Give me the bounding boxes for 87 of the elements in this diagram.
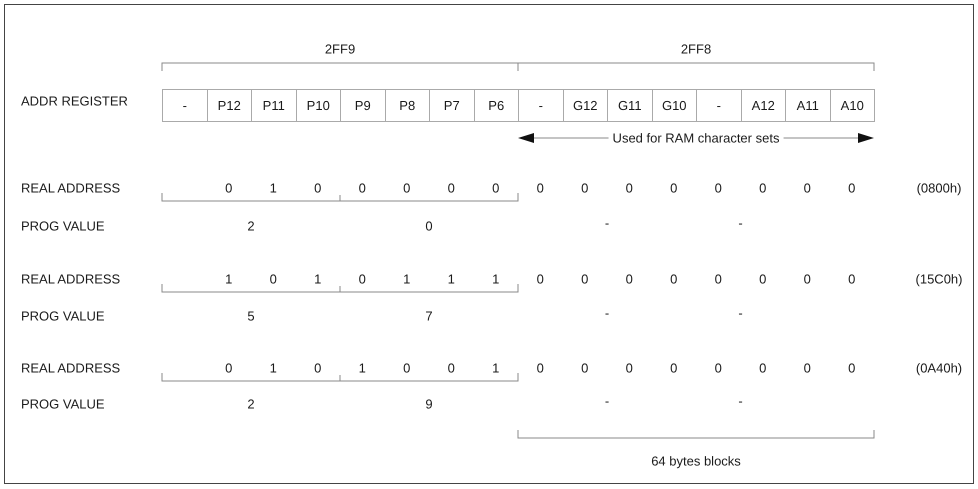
row-label: ADDR REGISTER	[21, 94, 128, 108]
register-bit-cell: A10	[830, 89, 875, 122]
bit-value: 0	[358, 272, 366, 286]
bit-value: 1	[358, 362, 366, 374]
register-bit-cell: P10	[296, 89, 341, 122]
dash: -	[604, 394, 610, 408]
dash: -	[604, 216, 610, 230]
bit-value: 0	[759, 362, 766, 374]
row-label: REAL ADDRESS	[21, 182, 120, 194]
row-label: PROG VALUE	[21, 310, 105, 322]
bit-value: 0	[536, 362, 544, 374]
bit-value: 0	[581, 272, 588, 286]
bit-value: 0	[670, 182, 678, 194]
bit-value: 0	[225, 362, 232, 374]
prog-value: 2	[247, 220, 255, 232]
register-bit-cell: -	[162, 89, 208, 122]
bit-value: 0	[626, 182, 633, 194]
hex-address: (0A40h)	[916, 362, 962, 374]
bit-value: 0	[759, 182, 766, 194]
bit-value: 0	[714, 182, 722, 194]
bit-value: 0	[270, 272, 277, 286]
register-bit-cell: A11	[785, 89, 830, 122]
dash: -	[738, 306, 743, 320]
hex-address: (0800h)	[916, 182, 962, 194]
bit-value: 0	[848, 182, 856, 194]
bit-value: 1	[314, 272, 322, 286]
bit-value: 1	[270, 182, 277, 194]
dash: -	[604, 306, 610, 320]
byte-address: 2FF9	[324, 42, 356, 56]
bit-value: 1	[492, 272, 500, 286]
prog-value: 9	[425, 398, 433, 410]
register-bit-cell: P6	[474, 89, 519, 122]
prog-value: 5	[247, 310, 255, 322]
bit-value: 0	[714, 272, 722, 286]
register-bit-cell: A12	[740, 89, 786, 122]
register-bit-cell: -	[518, 89, 564, 122]
byte-address: 2FF8	[680, 42, 712, 56]
dash: -	[738, 216, 743, 230]
row-label: REAL ADDRESS	[21, 272, 120, 286]
bit-value: 0	[581, 362, 588, 374]
bit-value: 1	[403, 272, 410, 286]
bit-value: 0	[448, 362, 455, 374]
bit-value: 0	[581, 182, 588, 194]
register-bit-cell: P9	[340, 89, 386, 122]
bit-value: 0	[225, 182, 232, 194]
row-label: PROG VALUE	[21, 220, 105, 232]
bit-value: 0	[536, 182, 544, 194]
bit-value: 0	[670, 272, 678, 286]
register-bit-cell: P8	[384, 89, 430, 122]
bit-value: 1	[225, 272, 232, 286]
bit-value: 0	[448, 182, 455, 194]
bit-value: 0	[492, 182, 500, 194]
bit-value: 0	[804, 182, 811, 194]
bit-value: 0	[626, 272, 633, 286]
bit-value: 0	[670, 362, 678, 374]
register-bit-cell: P11	[251, 89, 296, 122]
bit-value: 0	[804, 272, 811, 286]
row-label: REAL ADDRESS	[21, 362, 120, 374]
register-bit-cell: P7	[429, 89, 474, 122]
bit-value: 1	[492, 362, 500, 374]
bit-value: 0	[848, 272, 856, 286]
bit-value: 1	[270, 362, 277, 374]
prog-value: 0	[425, 220, 433, 232]
register-bit-cell: G12	[562, 89, 608, 122]
bit-value: 1	[448, 272, 455, 286]
register-bit-cell: -	[696, 89, 742, 122]
bit-value: 0	[804, 362, 811, 374]
span-label: Used for RAM character sets	[608, 132, 784, 144]
bit-value: 0	[536, 272, 544, 286]
bit-value: 0	[848, 362, 856, 374]
bit-value: 0	[403, 182, 410, 194]
bracket-label: 64 bytes blocks	[651, 454, 741, 468]
bit-value: 0	[626, 362, 633, 374]
bit-value: 0	[358, 182, 366, 194]
bit-value: 0	[314, 362, 322, 374]
prog-value: 2	[247, 398, 255, 410]
dash: -	[738, 394, 743, 408]
bit-value: 0	[714, 362, 722, 374]
hex-address: (15C0h)	[916, 272, 962, 286]
prog-value: 7	[425, 310, 433, 322]
bit-value: 0	[759, 272, 766, 286]
bit-value: 0	[403, 362, 410, 374]
row-label: PROG VALUE	[21, 398, 105, 410]
register-bit-cell: P12	[206, 89, 252, 122]
register-bit-cell: G10	[652, 89, 697, 122]
register-bit-cell: G11	[607, 89, 652, 122]
bit-value: 0	[314, 182, 322, 194]
